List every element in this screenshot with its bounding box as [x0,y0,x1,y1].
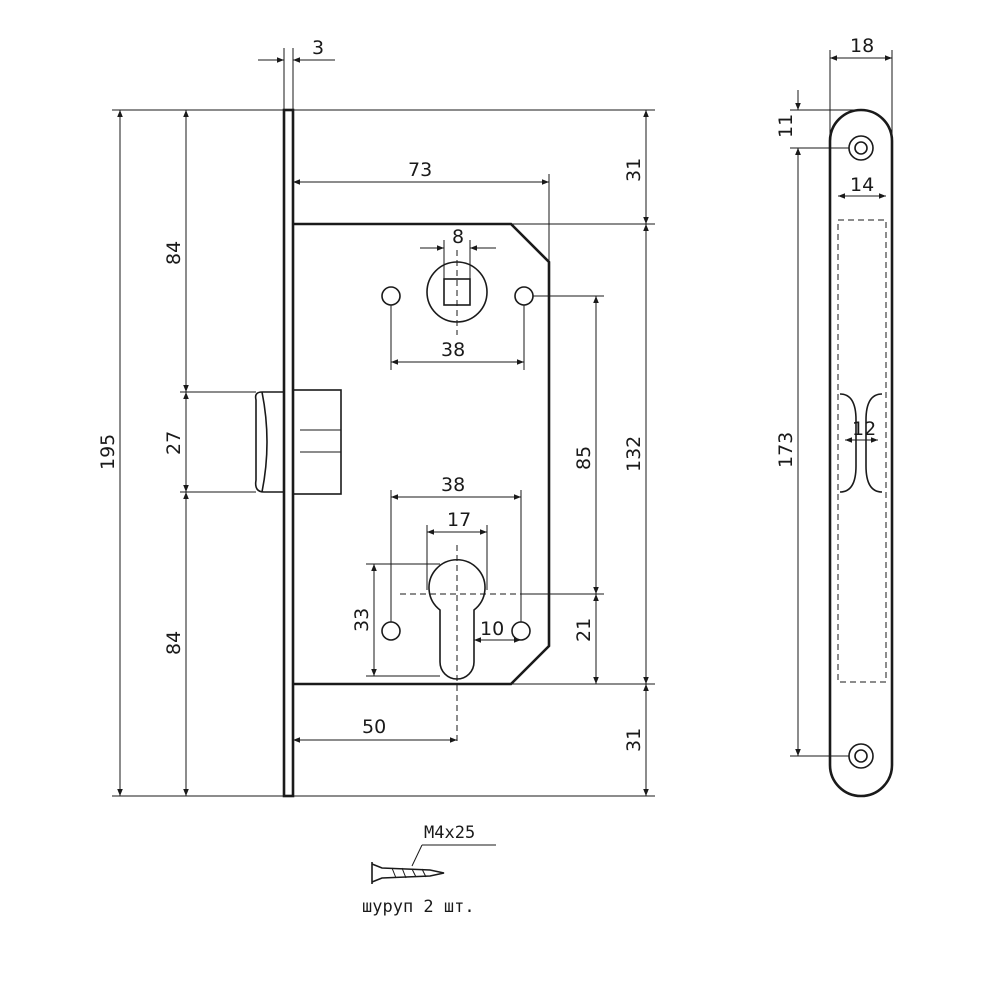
dim-latch-slot-width: 14 [850,174,874,196]
front-dimensions: 18 11 14 173 12 [775,35,893,757]
screw-hole-top [848,135,874,161]
faceplate-front [828,108,894,798]
dim-spindle-square: 8 [452,226,464,248]
dim-forend-thickness: 3 [312,37,324,59]
dim-cylinder-width: 17 [447,509,471,531]
screw-spec: M4x25 [424,823,475,843]
screw-note: M4x25 шуруп 2 шт. [362,823,496,917]
dim-bottom-offset: 31 [623,728,645,752]
latch-opening [839,393,883,493]
forend-plate [282,108,295,798]
dim-cylinder-hole-offset: 10 [480,618,504,640]
dim-upper-hole-spacing: 38 [441,339,465,361]
dim-screw-spacing: 173 [775,432,797,468]
dim-latch-height: 27 [163,431,185,455]
latch-bolt [254,389,342,495]
cylinder-cutout [400,545,520,745]
dim-cylinder-hole-spacing: 38 [441,474,465,496]
screw-caption: шуруп 2 шт. [362,897,475,917]
side-dimensions: 3 195 84 27 84 73 8 38 [97,37,655,797]
dim-case-height: 132 [623,436,645,472]
dim-backset-depth: 73 [408,159,432,181]
screw-icon [371,862,445,884]
dim-backset: 50 [362,716,386,738]
dim-cylinder-bottom: 21 [573,618,595,642]
dim-top-offset: 31 [623,158,645,182]
spindle-follower [426,250,488,335]
lock-case [293,222,551,686]
dim-screw-offset: 11 [775,114,797,138]
screw-hole-bottom [848,743,874,769]
dim-spindle-to-cylinder: 85 [573,446,595,470]
dim-overall-height: 195 [97,434,119,470]
dim-cylinder-height: 33 [351,608,373,632]
dim-upper-section: 84 [163,241,185,265]
dim-latch-gap: 12 [852,418,876,440]
dim-lower-section: 84 [163,631,185,655]
case-outline-hidden [837,219,887,683]
dim-faceplate-width: 18 [850,35,874,57]
